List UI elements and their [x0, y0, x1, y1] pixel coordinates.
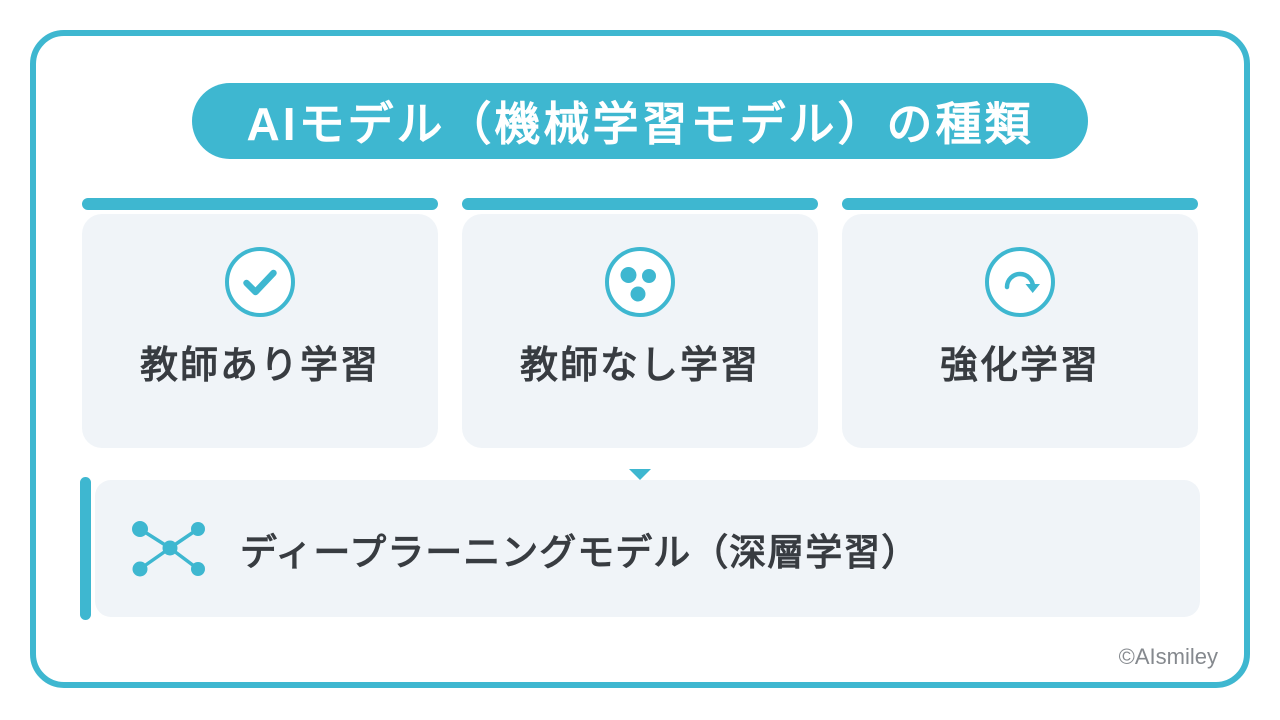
outer-border-frame — [30, 30, 1250, 688]
card-label: 教師あり学習 — [139, 345, 380, 387]
clockwise-arrow-circle-icon — [984, 246, 1056, 318]
card-body: 教師なし学習 — [462, 214, 818, 448]
network-nodes-icon — [132, 520, 206, 577]
card-unsupervised-learning: 教師なし学習 — [462, 198, 818, 448]
left-accent-bar — [80, 477, 91, 620]
card-top-accent-bar — [462, 198, 818, 210]
card-label: 教師なし学習 — [519, 345, 760, 387]
deep-learning-label: ディープラーニングモデル（深層学習） — [240, 531, 920, 573]
card-label: 強化学習 — [939, 345, 1100, 387]
card-top-accent-bar — [82, 198, 438, 210]
card-body: 教師あり学習 — [82, 214, 438, 448]
model-cards-row: 教師あり学習 教師なし学習 — [82, 198, 1198, 448]
triangle-down-icon — [629, 469, 651, 480]
check-circle-icon — [224, 246, 296, 318]
title-banner: AIモデル（機械学習モデル）の種類 — [192, 83, 1088, 159]
page-title: AIモデル（機械学習モデル）の種類 — [246, 98, 1034, 150]
card-reinforcement-learning: 強化学習 — [842, 198, 1198, 448]
card-body: 強化学習 — [842, 214, 1198, 448]
deep-learning-panel: ディープラーニングモデル（深層学習） — [95, 480, 1200, 617]
cluster-dots-circle-icon — [604, 246, 676, 318]
card-supervised-learning: 教師あり学習 — [82, 198, 438, 448]
card-top-accent-bar — [842, 198, 1198, 210]
copyright-text: ©AIsmiley — [1118, 644, 1218, 669]
